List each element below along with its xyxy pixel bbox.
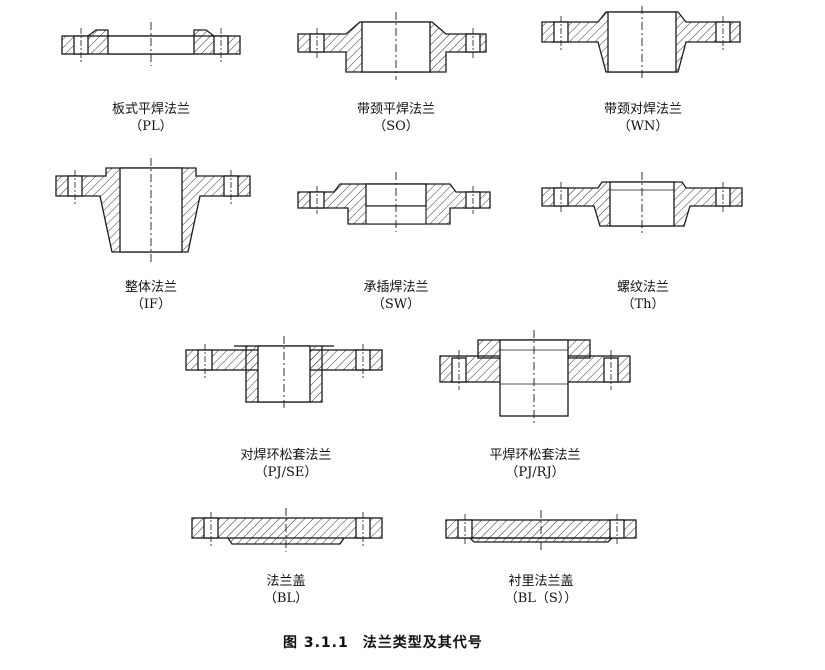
drawing-sw xyxy=(297,172,491,232)
drawing-bl-s xyxy=(445,510,637,552)
flange-name: 整体法兰 xyxy=(124,280,178,295)
drawing-if xyxy=(55,158,251,262)
flange-code: （PJ/RJ） xyxy=(505,465,565,480)
figure-number: 图 3.1.1 xyxy=(283,635,349,651)
drawing-pj-se xyxy=(185,336,383,410)
label-sw: 承插焊法兰 （SW） xyxy=(363,279,428,313)
label-so: 带颈平焊法兰 （SO） xyxy=(357,101,435,135)
flange-name: 承插焊法兰 xyxy=(363,280,429,295)
drawing-pl xyxy=(61,22,241,66)
label-pj-rj: 平焊环松套法兰 （PJ/RJ） xyxy=(489,447,580,481)
drawing-bl xyxy=(191,508,383,552)
flange-name: 带颈对焊法兰 xyxy=(603,102,683,117)
flange-name: 对焊环松套法兰 xyxy=(240,448,332,463)
flange-name: 衬里法兰盖 xyxy=(508,574,574,589)
flange-name: 带颈平焊法兰 xyxy=(356,102,436,117)
drawing-th xyxy=(541,172,743,236)
flange-code: （SO） xyxy=(373,119,419,134)
label-th: 螺纹法兰 （Th） xyxy=(617,279,669,313)
flange-name: 法兰盖 xyxy=(266,574,306,589)
label-wn: 带颈对焊法兰 （WN） xyxy=(604,101,682,135)
flange-name: 螺纹法兰 xyxy=(616,280,670,295)
label-pj-se: 对焊环松套法兰 （PJ/SE） xyxy=(240,447,331,481)
label-bl-s: 衬里法兰盖 （BL（S）） xyxy=(505,573,578,607)
figure-title: 法兰类型及其代号 xyxy=(362,635,483,651)
flange-code: （PJ/SE） xyxy=(254,465,318,480)
label-if: 整体法兰 （IF） xyxy=(125,279,177,313)
drawing-pj-rj xyxy=(439,330,631,424)
drawing-wn xyxy=(541,6,741,80)
flange-code: （IF） xyxy=(130,297,172,312)
flange-name: 板式平焊法兰 xyxy=(111,102,191,117)
flange-name: 平焊环松套法兰 xyxy=(489,448,581,463)
flange-code: （Th） xyxy=(621,297,665,312)
drawing-so xyxy=(297,12,487,80)
flange-code: （SW） xyxy=(371,297,421,312)
flange-code: （BL） xyxy=(263,591,309,606)
figure-caption: 图 3.1.1 法兰类型及其代号 xyxy=(283,632,483,652)
flange-code: （PL） xyxy=(129,119,173,134)
label-bl: 法兰盖 （BL） xyxy=(264,573,308,607)
label-pl: 板式平焊法兰 （PL） xyxy=(112,101,190,135)
flange-code: （WN） xyxy=(617,119,669,134)
flange-code: （BL（S）） xyxy=(504,591,578,606)
